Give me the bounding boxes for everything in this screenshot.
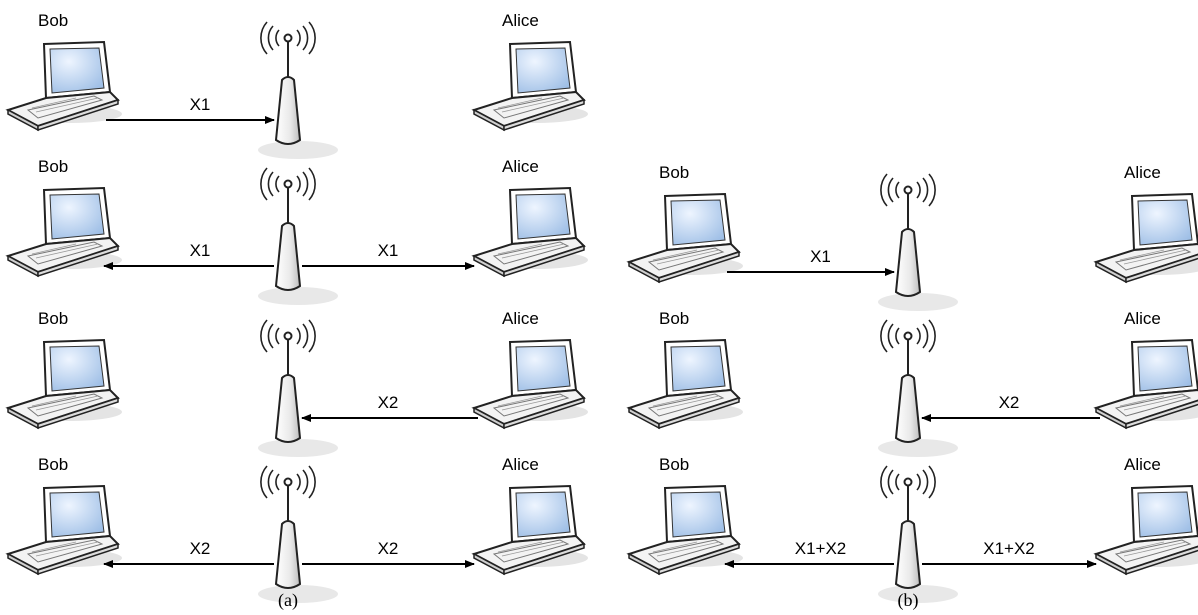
bob-label: Bob	[38, 309, 68, 328]
alice-laptop-icon	[473, 485, 589, 575]
panel-caption: (a)	[278, 590, 298, 611]
message-label-right: X2	[378, 539, 399, 558]
alice-label: Alice	[1124, 455, 1161, 474]
alice-laptop-icon	[473, 41, 589, 131]
alice-label: Alice	[1124, 309, 1161, 328]
message-label-left: X1	[190, 241, 211, 260]
message-label-left: X1	[190, 95, 211, 114]
message-label-right: X2	[999, 393, 1020, 412]
alice-label: Alice	[502, 455, 539, 474]
alice-laptop-icon	[1095, 193, 1198, 283]
message-label-left: X1+X2	[795, 539, 847, 558]
message-label-left: X1	[810, 247, 831, 266]
bob-label: Bob	[659, 309, 689, 328]
alice-laptop-icon	[473, 187, 589, 277]
message-label-left: X2	[190, 539, 211, 558]
alice-label: Alice	[1124, 163, 1161, 182]
message-label-right: X1+X2	[983, 539, 1035, 558]
bob-laptop-icon	[7, 41, 123, 131]
alice-laptop-icon	[473, 339, 589, 429]
wireless-router-icon	[877, 173, 959, 312]
alice-label: Alice	[502, 309, 539, 328]
bob-label: Bob	[38, 157, 68, 176]
message-label-right: X1	[378, 241, 399, 260]
wireless-router-icon	[257, 21, 339, 160]
wireless-router-icon	[257, 319, 339, 458]
wireless-router-icon	[877, 319, 959, 458]
bob-laptop-icon	[628, 339, 744, 429]
message-label-right: X2	[378, 393, 399, 412]
bob-laptop-icon	[7, 339, 123, 429]
bob-laptop-icon	[628, 193, 744, 283]
alice-label: Alice	[502, 157, 539, 176]
bob-label: Bob	[659, 455, 689, 474]
wireless-router-icon	[257, 465, 339, 604]
wireless-router-icon	[877, 465, 959, 604]
alice-laptop-icon	[1095, 485, 1198, 575]
alice-label: Alice	[502, 11, 539, 30]
alice-laptop-icon	[1095, 339, 1198, 429]
bob-laptop-icon	[7, 485, 123, 575]
bob-label: Bob	[38, 455, 68, 474]
bob-laptop-icon	[628, 485, 744, 575]
wireless-router-icon	[257, 167, 339, 306]
panel-caption: (b)	[898, 590, 919, 611]
bob-laptop-icon	[7, 187, 123, 277]
bob-label: Bob	[38, 11, 68, 30]
bob-label: Bob	[659, 163, 689, 182]
